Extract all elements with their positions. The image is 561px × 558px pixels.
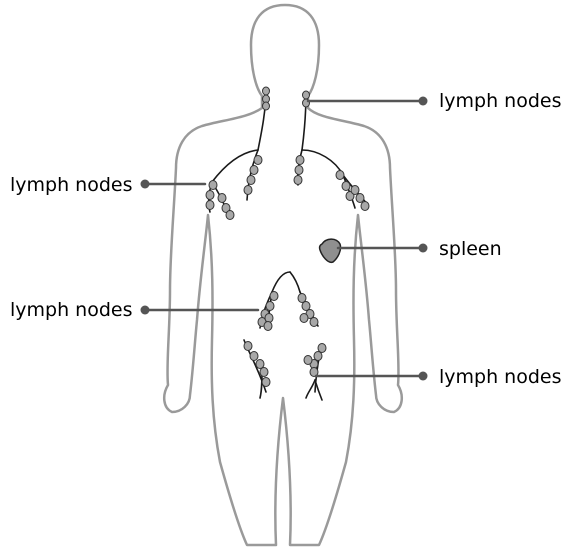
- lymph-nodes-abdomen-label: lymph nodes: [10, 299, 133, 321]
- lymph-vessels: [209, 88, 368, 400]
- spleen-shape: [320, 239, 341, 262]
- leader-lines: [145, 101, 423, 376]
- lymph-node-clusters: [206, 87, 369, 387]
- lymph-nodes-axilla-label: lymph nodes: [10, 174, 133, 196]
- lymph-nodes-neck-label: lymph nodes: [439, 90, 561, 112]
- lymph-nodes-groin-label: lymph nodes: [439, 366, 561, 388]
- spleen-label: spleen: [439, 238, 502, 260]
